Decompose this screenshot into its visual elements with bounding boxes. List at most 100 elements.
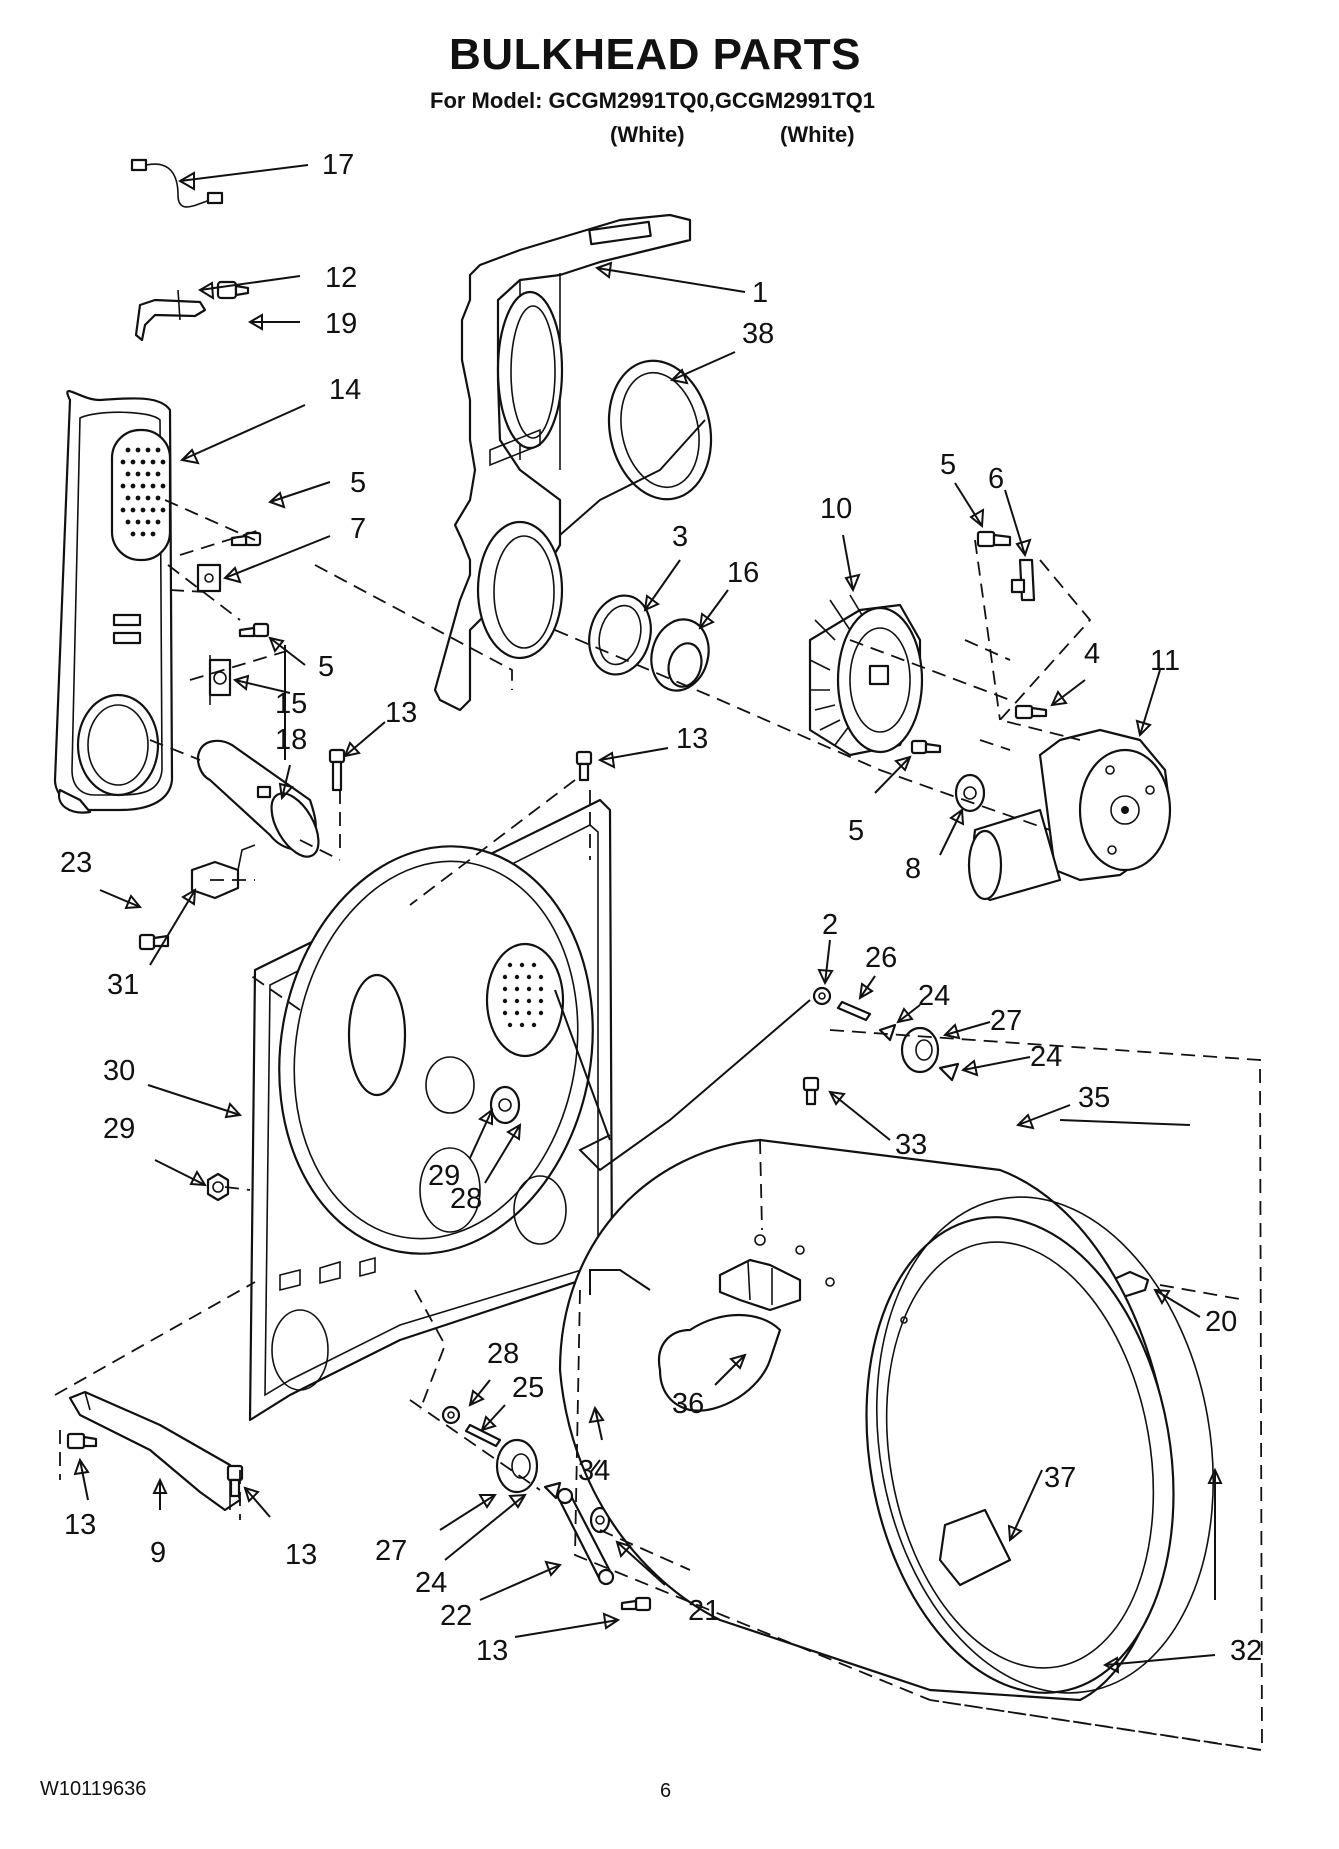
callout-6: 6 <box>988 463 1004 495</box>
duct-seal-part <box>607 359 713 501</box>
callout-4: 4 <box>1084 638 1100 670</box>
model-line: For Model: GCGM2991TQ0,GCGM2991TQ1 <box>430 88 875 113</box>
callout-13-burner: 13 <box>385 697 417 729</box>
clip-6-part <box>1010 558 1036 602</box>
screw-13b-part <box>66 1432 98 1450</box>
vent-dots <box>120 447 166 537</box>
callout-9: 9 <box>150 1537 166 1569</box>
fan-hub-part <box>650 618 710 692</box>
screw-5d-part <box>910 739 942 755</box>
callout-1: 1 <box>752 277 768 309</box>
callout-7: 7 <box>350 513 366 545</box>
callout-24-upper: 24 <box>918 980 950 1012</box>
igniter-31-part <box>190 844 256 900</box>
roller-shaft-26-part <box>836 1000 872 1022</box>
front-panel-part <box>53 390 174 814</box>
callout-13-bracket-left: 13 <box>64 1509 96 1541</box>
roller-shaft-25-part <box>464 1423 502 1448</box>
callout-12: 12 <box>325 262 357 294</box>
callout-3: 3 <box>672 521 688 553</box>
seal-ring-part <box>588 594 652 676</box>
thermostat-bracket-part <box>134 280 250 342</box>
screw-13d-part <box>575 750 593 782</box>
callout-33: 33 <box>895 1129 927 1161</box>
callout-22: 22 <box>440 1600 472 1632</box>
callout-29-left: 29 <box>103 1113 135 1145</box>
callout-8: 8 <box>905 853 921 885</box>
callout-18: 18 <box>275 724 307 756</box>
callout-labels: 17 12 19 14 5 7 5 15 13 18 23 31 1 38 3 … <box>60 149 1262 1667</box>
roller-27a-part <box>900 1026 940 1074</box>
callout-29-center: 29 <box>428 1160 460 1192</box>
bulkhead-vent-dots <box>502 962 544 1028</box>
clip-24c-part <box>543 1481 562 1500</box>
clip-24b-part <box>938 1062 960 1082</box>
callout-25: 25 <box>512 1372 544 1404</box>
callout-11: 11 <box>1150 645 1180 677</box>
screw-5b-part <box>238 622 270 638</box>
callout-16: 16 <box>727 557 759 589</box>
screw-13c-part <box>226 1464 244 1498</box>
callout-36: 36 <box>672 1388 704 1420</box>
callout-10: 10 <box>820 493 852 525</box>
callout-34: 34 <box>578 1455 610 1487</box>
callout-20: 20 <box>1205 1306 1237 1338</box>
blower-duct-part <box>433 213 692 712</box>
washer-28b-part <box>441 1405 461 1425</box>
callout-27-lower: 27 <box>375 1535 407 1567</box>
axle-22-part <box>556 1487 615 1586</box>
model-color-2: (White) <box>780 122 855 147</box>
leader-lines <box>73 164 1223 1674</box>
page-number: 6 <box>660 1780 672 1802</box>
screw-33-part <box>802 1076 820 1106</box>
callout-32: 32 <box>1230 1635 1262 1667</box>
roller-27b-part <box>495 1438 539 1494</box>
drive-motor-part <box>967 728 1172 902</box>
thermal-fuse-15-part <box>208 655 232 705</box>
bracket-7-part <box>196 563 222 593</box>
callout-5-motor: 5 <box>848 815 864 847</box>
callout-5-panel-bottom: 5 <box>318 651 334 683</box>
nut-29-part <box>206 1172 230 1202</box>
model-color-1: (White) <box>610 122 685 147</box>
front-bulkhead-part <box>248 798 614 1422</box>
document-number: W10119636 <box>40 1778 147 1800</box>
callout-28-center: 28 <box>450 1183 482 1215</box>
screw-23-part <box>138 933 170 951</box>
motor-switch-8-part <box>954 773 986 813</box>
callout-38: 38 <box>742 318 774 350</box>
callout-19: 19 <box>325 308 357 340</box>
callout-13-axle: 13 <box>476 1635 508 1667</box>
wire-harness-part <box>130 158 224 208</box>
callout-13-bulkhead: 13 <box>676 723 708 755</box>
callout-21: 21 <box>688 1595 720 1627</box>
callout-31: 31 <box>107 969 139 1001</box>
callout-27-upper: 27 <box>990 1005 1022 1037</box>
screw-13a-part <box>328 748 346 792</box>
callout-24-right: 24 <box>1030 1041 1062 1073</box>
burner-tube-part <box>196 739 320 858</box>
callout-30: 30 <box>103 1055 135 1087</box>
callout-24-lower: 24 <box>415 1567 447 1599</box>
clip-24a-part <box>878 1023 897 1042</box>
callout-35: 35 <box>1078 1082 1110 1114</box>
callout-28-lower: 28 <box>487 1338 519 1370</box>
callout-5-motor-top: 5 <box>940 449 956 481</box>
washer-21-part <box>589 1506 611 1534</box>
callout-14: 14 <box>329 374 361 406</box>
drum-part <box>558 1138 1214 1702</box>
screw-5c-part <box>976 530 1012 548</box>
callout-13-bracket-right: 13 <box>285 1539 317 1571</box>
callout-26: 26 <box>865 942 897 974</box>
callout-37: 37 <box>1044 1462 1076 1494</box>
page-title: BULKHEAD PARTS <box>449 30 861 79</box>
callout-2: 2 <box>822 909 838 941</box>
callout-15: 15 <box>275 688 307 720</box>
washer-2-part <box>812 986 832 1006</box>
screw-13e-part <box>620 1596 652 1612</box>
callout-23: 23 <box>60 847 92 879</box>
callout-5-panel-top: 5 <box>350 467 366 499</box>
blower-wheel-part <box>808 594 924 757</box>
